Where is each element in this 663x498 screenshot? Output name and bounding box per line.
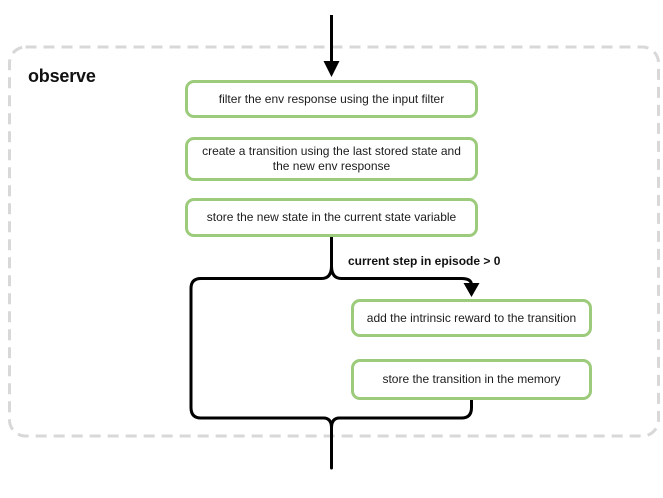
node-store-transition: store the transition in the memory xyxy=(351,359,592,400)
condition-label: current step in episode > 0 xyxy=(348,254,501,268)
observe-group-border xyxy=(8,45,660,438)
condition-arrowhead-icon xyxy=(463,283,480,297)
node-store-new-state: store the new state in the current state… xyxy=(185,198,478,237)
node-filter-env-response: filter the env response using the input … xyxy=(185,80,478,118)
bypass-connector xyxy=(189,264,333,470)
node-add-intrinsic-reward: add the intrinsic reward to the transiti… xyxy=(351,299,592,337)
condition-branch-connector xyxy=(330,264,473,288)
merge-connector xyxy=(330,398,473,430)
group-title: observe xyxy=(28,66,96,86)
node-create-transition: create a transition using the last store… xyxy=(185,137,478,181)
entry-arrowhead-icon xyxy=(323,61,340,77)
